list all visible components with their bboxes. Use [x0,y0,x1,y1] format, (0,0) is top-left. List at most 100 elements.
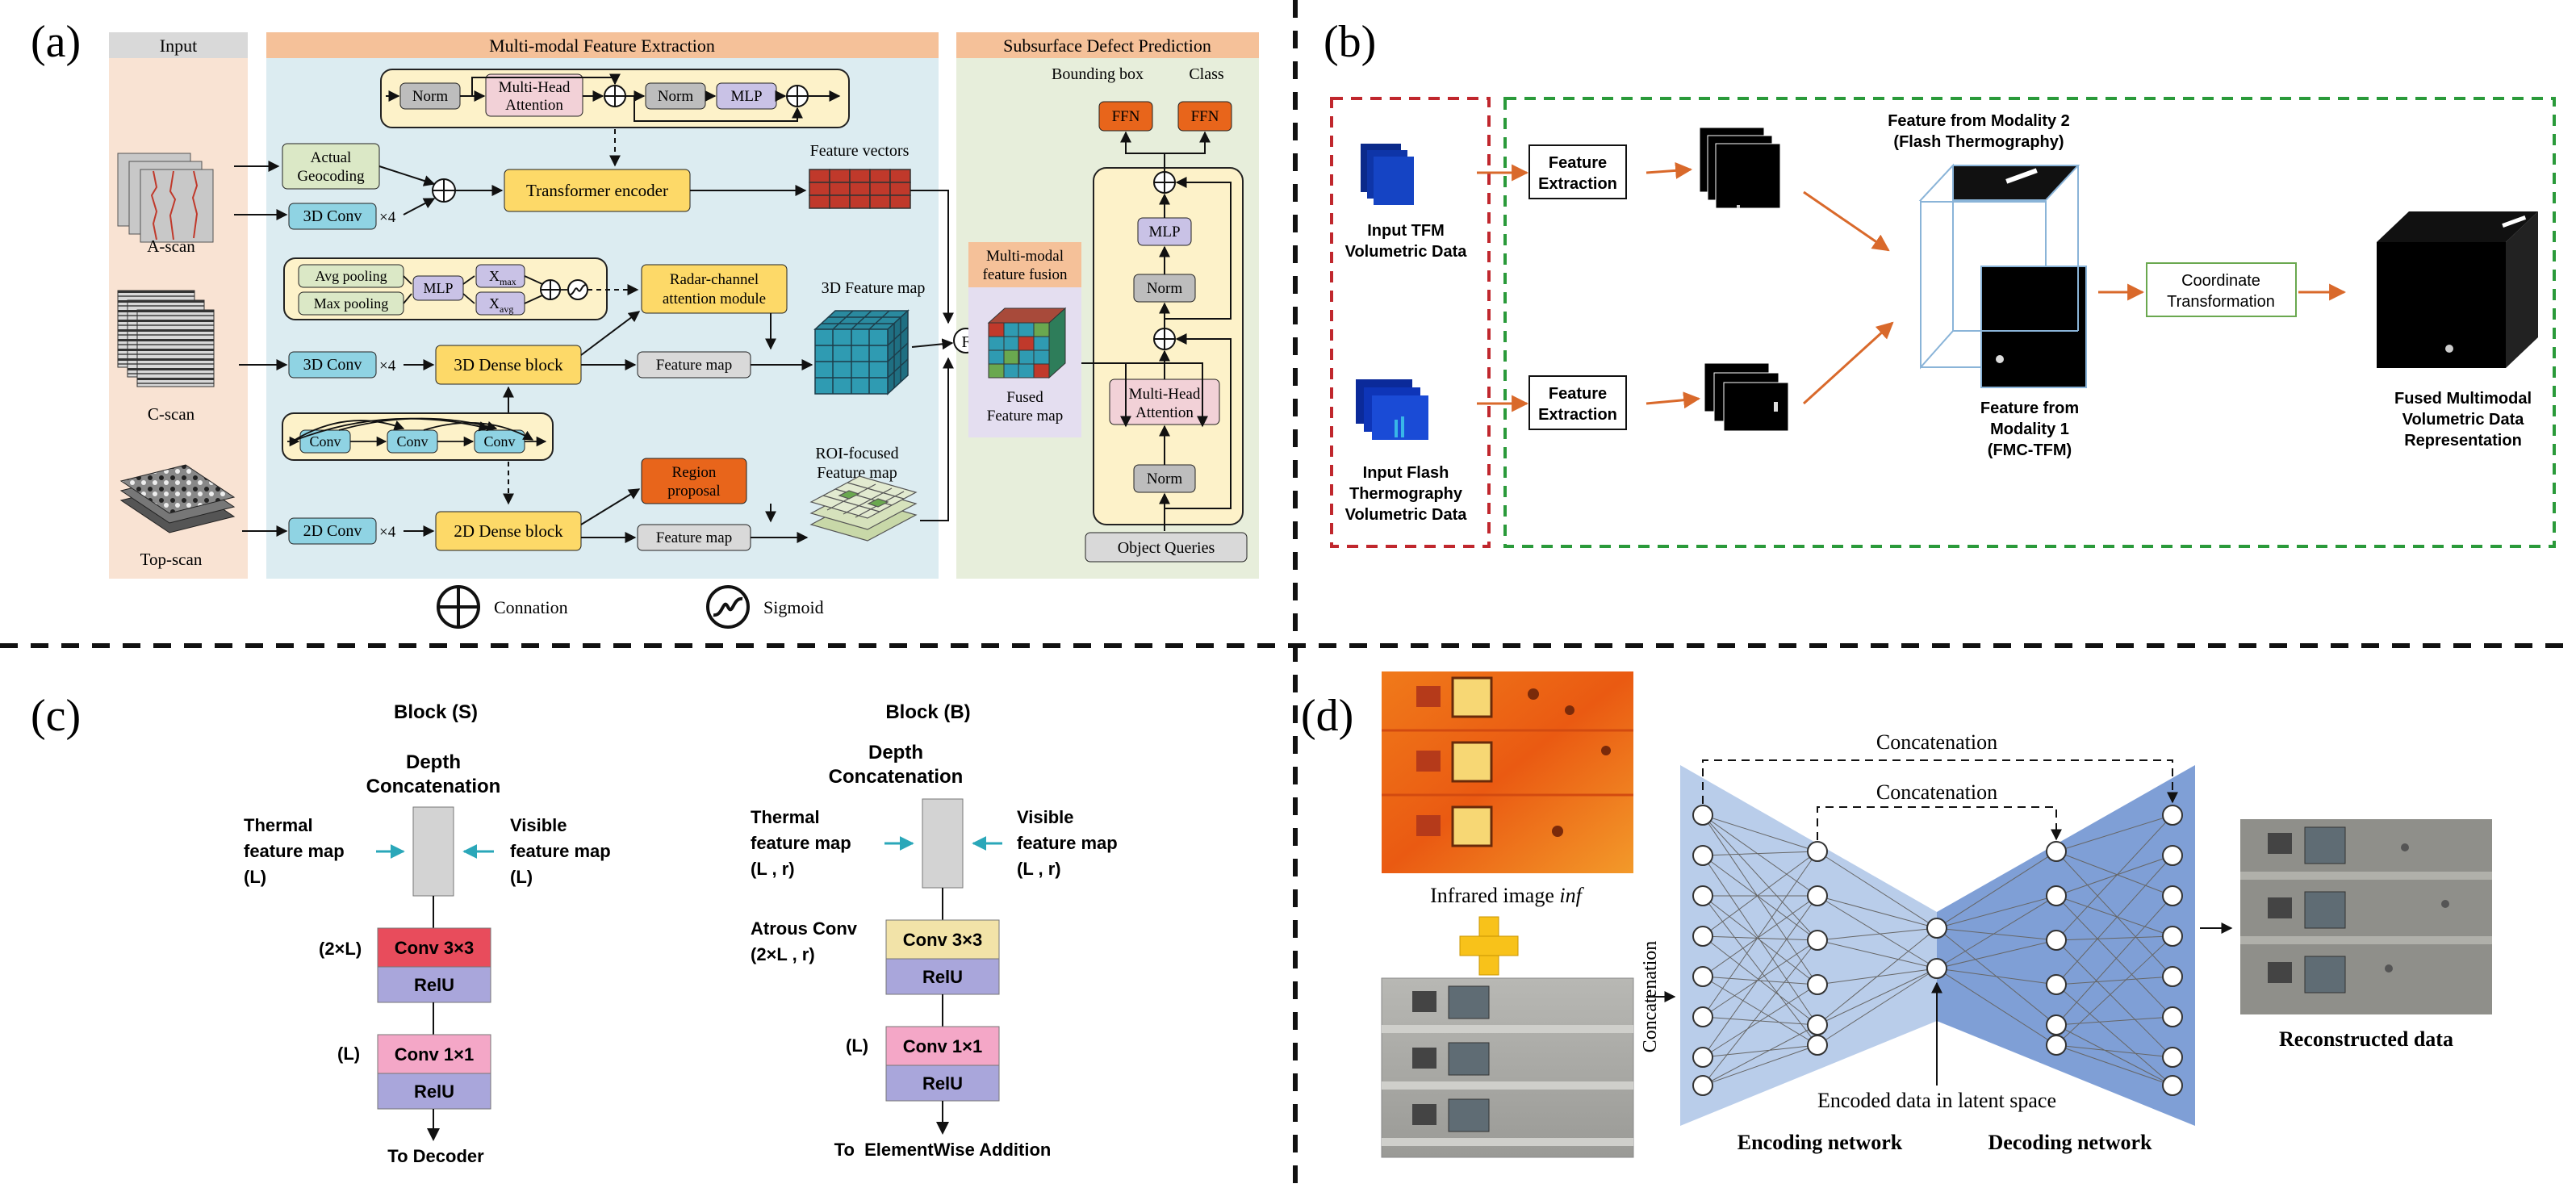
conv11-b-text: Conv 1×1 [903,1036,982,1056]
radar-attention-line1: Radar-channel [670,271,759,288]
feature-extraction-box-1 [1528,144,1627,199]
block-b-title: Block (B) [885,701,970,723]
fusion-cube-b [1918,163,2087,388]
encoding-label: Encoding network [1738,1131,1903,1154]
xmax-text: Xmax [489,268,516,287]
conv3d-box-2 [288,351,377,379]
feature-stack-2 [1704,362,1789,432]
fusion-f: F [961,333,970,351]
a-scan-image [117,153,214,243]
flash-label-2: Thermography [1349,485,1463,503]
conv-c-text: Conv [483,433,515,450]
mod1-label-1: Feature from [1980,399,2079,417]
thermal-b-2: feature map [751,833,851,853]
concat-inner: Concatenation [1876,780,1997,804]
input-header-text: Input [160,36,197,56]
fused-b-label-2: Volumetric Data [2402,411,2525,429]
norm-top-text: Norm [412,88,449,105]
to-decoder: To Decoder [387,1146,484,1166]
mlp-mid-text: MLP [423,280,453,296]
tfm-label-1: Input TFM [1367,222,1445,240]
panel-d-letter: (d) [1301,691,1353,741]
feature-extraction-1-line1: Feature [1549,154,1607,172]
object-queries-box [1085,532,1248,563]
object-queries-text: Object Queries [1118,539,1215,557]
coord-transform-box [2146,262,2297,317]
atrous-2: (2×L , r) [751,944,815,964]
visible-b-1: Visible [1017,807,1074,827]
visible-b-2: feature map [1017,833,1118,853]
prediction-header [956,32,1259,58]
roi-feature-map [809,475,918,542]
roi-label-1: ROI-focused [815,445,898,462]
coord-transform-1: Coordinate [2181,272,2260,290]
mha-top-line1: Multi-Head [499,79,571,96]
c-scan-image [117,290,215,387]
reconstructed-label: Reconstructed data [2279,1027,2453,1051]
mlp-dec-text: MLP [1148,224,1180,241]
top-scan-image [119,464,236,533]
panel-c-letter: (c) [31,691,81,741]
panel-b: (b) Input TFM Volumetric Data Input Flas… [1324,17,2556,548]
feature-extraction-box-2 [1528,375,1627,430]
a-scan-label: A-scan [147,236,195,256]
conv33-s-text: Conv 3×3 [395,938,474,958]
relu-s2-text: RelU [414,1081,454,1102]
conv3d-text-1: 3D Conv [303,207,362,225]
relu-b1-text: RelU [922,967,963,987]
relu-s1-text: RelU [414,975,454,995]
relu-s2-box [377,1073,491,1110]
transformer-encoder-text: Transformer encoder [526,181,668,200]
input-header [109,32,248,58]
flash-label-1: Input Flash [1363,464,1449,482]
arrow-s-down [427,1128,440,1141]
thermal-b-3: (L , r) [751,859,795,879]
feature-stack-1 [1699,127,1781,209]
decoding-label: Decoding network [1988,1131,2152,1154]
ffn-box-1 [1098,101,1153,132]
bbox-label: Bounding box [1052,65,1144,83]
extraction-header-text: Multi-modal Feature Extraction [489,36,715,56]
network-nodes [1692,805,2183,1096]
top-scan-label: Top-scan [140,550,203,569]
c-scan-label: C-scan [148,404,195,424]
feature-extraction-2-line1: Feature [1549,385,1607,403]
fused-map-label-1: Fused [1006,389,1043,406]
times4-3: ×4 [379,524,396,541]
coord-transform-2: Transformation [2167,293,2275,311]
flash-volume [1356,379,1428,440]
L-s: (L) [337,1044,360,1064]
conv2d-text: 2D Conv [303,522,362,540]
mha-dec-line1: Multi-Head [1129,386,1201,403]
mod1-label-3: (FMC-TFM) [1988,441,2072,459]
mod2-label-1: Feature from Modality 2 [1888,112,2070,130]
fused-b-label-3: Representation [2404,432,2522,450]
plus-icon [1459,916,1519,976]
ffn-text-1: FFN [1112,108,1140,125]
visible-s-2: feature map [510,841,611,861]
tfm-label-2: Volumetric Data [1345,243,1468,261]
feature-vectors-label: Feature vectors [810,142,910,160]
region-proposal-box [641,458,747,504]
legend-concat-text: Connation [494,597,568,617]
visible-s-3: (L) [510,867,533,887]
legend-sigmoid-text: Sigmoid [763,597,824,617]
dense2d-text: 2D Dense block [454,521,563,541]
geocoding-line2: Geocoding [297,168,365,185]
concat-outer: Concatenation [1876,730,1997,754]
feature-extraction-2-line2: Extraction [1538,406,1617,424]
thermal-b-1: Thermal [751,807,820,827]
extraction-header [266,32,939,58]
conv11-s-text: Conv 1×1 [395,1044,474,1065]
conv3d-box-1 [288,203,377,230]
conv-a-text: Conv [309,433,341,450]
red-dashed-box [1330,97,1491,548]
mod1-label-2: Modality 1 [1990,420,2069,438]
flash-label-3: Volumetric Data [1345,506,1468,524]
ffn-box-2 [1177,101,1232,132]
infrared-caption: Infrared image inf [1430,884,1584,907]
depth-concat-b-1: Depth [868,742,923,763]
visible-image [1381,977,1634,1158]
feature-map-text-2: Feature map [656,529,732,546]
depth-concat-b-2: Concatenation [829,766,964,788]
